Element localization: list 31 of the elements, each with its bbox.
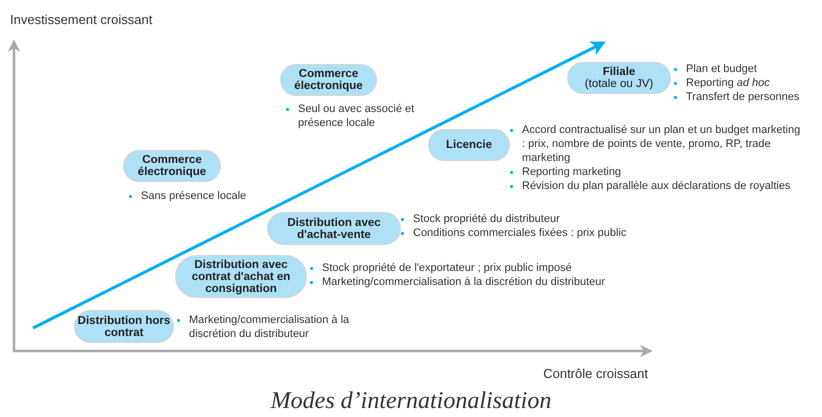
bullet-text: Conditions commerciales fixées : prix public bbox=[413, 226, 626, 240]
pill-label bbox=[567, 62, 671, 94]
bullet-text: Stock propriété du distributeur bbox=[413, 212, 560, 226]
pill-title: Commerce électronique bbox=[136, 154, 208, 178]
pill-label bbox=[280, 64, 377, 96]
bullet-text: Accord contractualisé sur un plan et un budget marketing : prix, nombre de points de vente, promo, RP, trade marketing bbox=[522, 123, 802, 165]
bullet-text: Marketing/commercialisation à la discrétion du distributeur bbox=[189, 313, 350, 341]
caption: Modes d’internationalisation bbox=[269, 387, 552, 416]
pill-subtitle: (totale ou JV) bbox=[584, 78, 654, 90]
pill-title: Licencie bbox=[446, 139, 492, 151]
bullet-text: Stock propriété de l'exportateur ; prix public imposé bbox=[322, 261, 572, 275]
bullet-text: Marketing/commercialisation à la discrétion du distributeur bbox=[322, 275, 606, 289]
bullet-text: Transfert de personnes bbox=[686, 90, 800, 104]
pill-title: Distribution avec d'achat-vente bbox=[286, 216, 382, 240]
pill-label bbox=[267, 212, 401, 245]
bullet-text: Révision du plan parallèle aux déclarations de royalties bbox=[522, 179, 790, 193]
pill-label bbox=[123, 150, 221, 182]
bullet-text: Reporting marketing bbox=[522, 165, 622, 179]
pill-title: Distribution avec contrat d'achat en consignation bbox=[190, 258, 292, 294]
pill-label bbox=[428, 129, 510, 161]
bullet-text: Reporting ad hoc bbox=[686, 76, 770, 90]
pill-title: Filiale bbox=[602, 66, 636, 78]
bullet-text: Plan et budget bbox=[686, 62, 757, 76]
pill-label bbox=[74, 310, 174, 343]
pill-title: Distribution hors contrat bbox=[76, 314, 172, 338]
pill-title: Commerce électronique bbox=[293, 68, 364, 92]
bullet-text: Sans présence locale bbox=[141, 189, 246, 203]
axis-label: Investissement croissant bbox=[10, 11, 152, 29]
bullet-text: Seul ou avec associé et présence locale bbox=[298, 102, 416, 130]
pill-label bbox=[175, 255, 307, 298]
axis-label: Contrôle croissant bbox=[543, 365, 648, 383]
